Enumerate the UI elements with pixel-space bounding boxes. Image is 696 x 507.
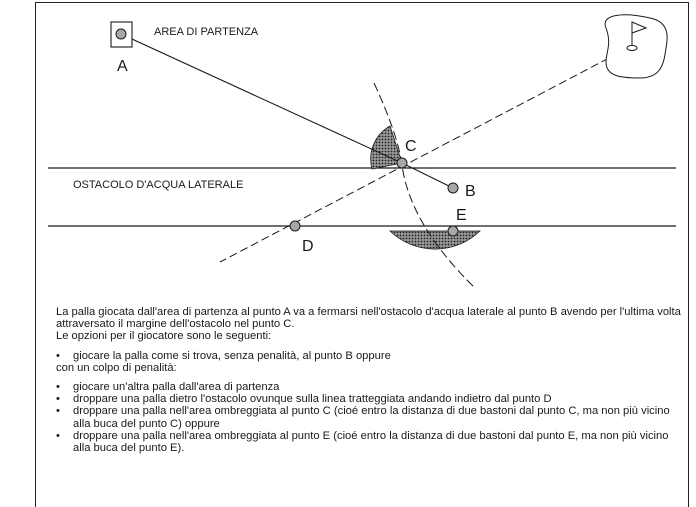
dashed-arc [373, 82, 477, 290]
dashed-line-hole-to-d [219, 46, 631, 263]
point-e-ball [447, 225, 459, 237]
point-e-label: E [456, 207, 467, 224]
penalty-intro: con un colpo di penalità: [56, 361, 177, 374]
hole-icon [626, 44, 638, 52]
penalty-option-4: • droppare una palla nell'area ombreggia… [56, 430, 682, 454]
point-c-label: C [405, 138, 417, 155]
point-c-ball [396, 157, 408, 169]
bullet-icon: • [56, 349, 60, 362]
point-b-ball [447, 182, 459, 194]
rule-description: La palla giocata dall'area di partenza a… [56, 306, 682, 454]
ball-path-line [120, 33, 403, 164]
penalty-option-2-text: droppare una palla dietro l'ostacolo ovu… [73, 393, 552, 406]
penalty-option-2: • droppare una palla dietro l'ostacolo o… [56, 393, 682, 405]
water-hazard-diagram: AREA DI PARTENZA OSTACOLO D'ACQUA LATERA… [48, 14, 676, 290]
point-a-label: A [117, 58, 128, 75]
penalty-option-1-text: giocare un'altra palla dall'area di part… [73, 381, 280, 394]
penalty-option-1: • giocare un'altra palla dall'area di pa… [56, 381, 682, 393]
bullet-icon: • [56, 393, 60, 406]
penalty-option-3-text: droppare una palla nell'area ombreggiata… [73, 405, 670, 430]
drop-area-e [389, 230, 481, 250]
option-play-as-lies: • giocare la palla come si trova, senza … [56, 350, 682, 362]
penalty-option-4-text: droppare una palla nell'area ombreggiata… [73, 429, 669, 455]
ball-path-c-to-b [401, 162, 454, 189]
point-b-label: B [465, 183, 476, 200]
bullet-icon: • [56, 381, 60, 394]
bullet-icon: • [56, 405, 60, 418]
bullet-icon: • [56, 429, 60, 442]
flag-icon [631, 21, 648, 34]
tee-area-label: AREA DI PARTENZA [154, 26, 259, 38]
drop-area-c [370, 125, 403, 170]
options-intro: Le opzioni per il giocatore sono le segu… [56, 330, 272, 343]
point-a-ball [115, 28, 127, 40]
penalty-option-3: • droppare una palla nell'area ombreggia… [56, 405, 682, 429]
hazard-label: OSTACOLO D'ACQUA LATERALE [73, 179, 243, 191]
intro-paragraph: La palla giocata dall'area di partenza a… [56, 306, 681, 331]
option-play-as-lies-text: giocare la palla come si trova, senza pe… [73, 349, 391, 362]
point-d-label: D [302, 238, 314, 255]
point-d-ball [289, 220, 301, 232]
figure-frame [35, 2, 689, 507]
